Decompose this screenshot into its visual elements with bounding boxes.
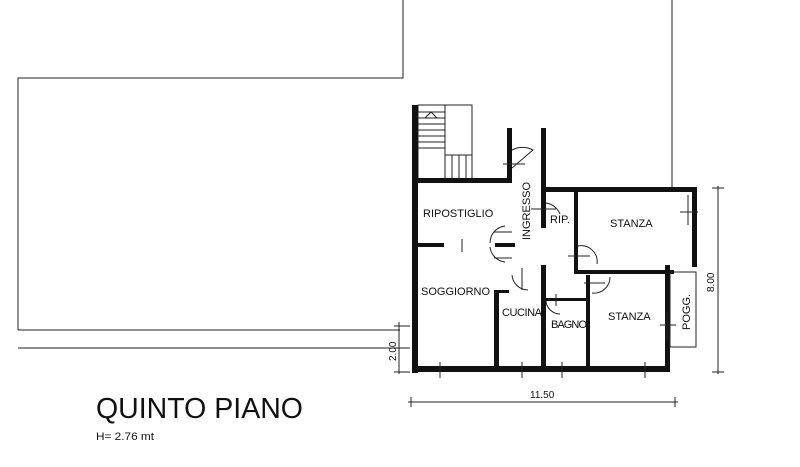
- dimension-offset: 2.00: [388, 341, 399, 361]
- room-label-ingresso: INGRESSO: [521, 181, 533, 240]
- room-label-bagno: BAGNO: [551, 319, 587, 331]
- dimension-lines: [394, 186, 724, 407]
- ceiling-height-note: H= 2.76 mt: [96, 431, 154, 443]
- room-label-rip: RIP.: [550, 214, 570, 226]
- site-outline: [17, 0, 673, 349]
- room-label-cucina: CUCINA: [502, 307, 543, 319]
- dimension-depth: 8.00: [706, 272, 717, 292]
- doors-windows: [439, 146, 698, 378]
- dimension-width: 11.50: [530, 390, 555, 401]
- room-label-stanza-1: STANZA: [610, 218, 653, 230]
- floor-title: QUINTO PIANO: [96, 393, 303, 425]
- room-label-ripostiglio: RIPOSTIGLIO: [423, 208, 494, 220]
- walls: [412, 105, 697, 373]
- room-label-soggiorno: SOGGIORNO: [421, 286, 491, 298]
- room-label-poggiolo: POGG.: [681, 294, 693, 330]
- room-label-stanza-2: STANZA: [608, 311, 651, 323]
- staircase: [417, 104, 473, 182]
